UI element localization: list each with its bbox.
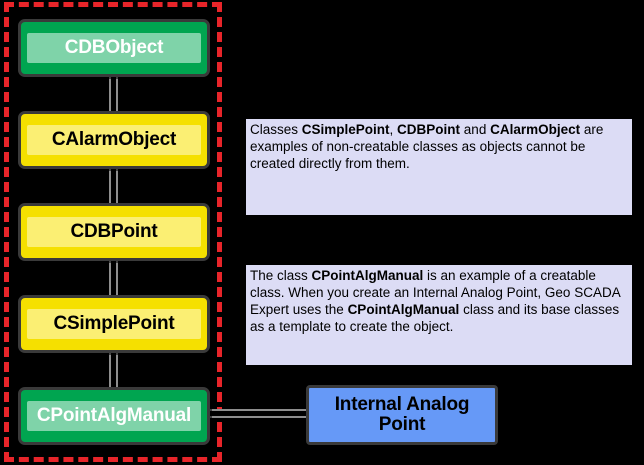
class-box-calarmobject-label: CAlarmObject xyxy=(51,129,177,151)
object-box-internal-analog-point-label: Internal Analog Point xyxy=(334,394,470,435)
class-box-cdbpoint-label: CDBPoint xyxy=(70,221,158,243)
connector-csimplepoint-to-cpointalgmanual xyxy=(109,351,118,388)
class-box-cdbobject[interactable]: CDBObject xyxy=(18,19,210,77)
csimplepoint-highlight-band xyxy=(27,309,201,339)
cpointalgmanual-highlight-band xyxy=(27,401,201,431)
cdbpoint-highlight-band xyxy=(27,217,201,247)
class-box-cdbpoint[interactable]: CDBPoint xyxy=(18,203,210,261)
cdbobject-highlight-band xyxy=(27,33,201,63)
class-box-cpointalgmanual[interactable]: CPointAlgManual xyxy=(18,387,210,445)
callout-creatable: The class CPointAlgManual is an example … xyxy=(246,265,632,365)
calarmobject-highlight-band xyxy=(27,125,201,155)
non-creatable-group-highlight xyxy=(4,2,222,462)
class-box-cpointalgmanual-label: CPointAlgManual xyxy=(36,405,192,427)
connector-cdbpoint-to-csimplepoint xyxy=(109,259,118,296)
class-box-calarmobject[interactable]: CAlarmObject xyxy=(18,111,210,169)
connector-cdbobject-to-calarmobject xyxy=(109,75,118,112)
object-box-internal-analog-point[interactable]: Internal Analog Point xyxy=(306,385,498,445)
connector-calarmobject-to-cdbpoint xyxy=(109,167,118,204)
class-box-csimplepoint[interactable]: CSimplePoint xyxy=(18,295,210,353)
callout-non-creatable: Classes CSimplePoint, CDBPoint and CAlar… xyxy=(246,119,632,215)
class-box-cdbobject-label: CDBObject xyxy=(64,37,164,59)
class-box-csimplepoint-label: CSimplePoint xyxy=(53,313,175,335)
connector-cpointalgmanual-to-internalanalogpoint xyxy=(204,409,310,418)
